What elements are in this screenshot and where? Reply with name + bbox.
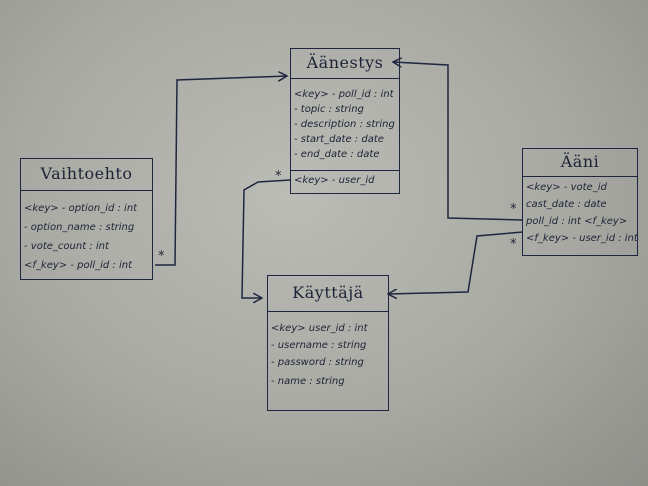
attribute-list: <key> - poll_id : int - topic : string -… — [291, 87, 399, 162]
attribute: <key> user_id : int — [271, 323, 368, 334]
attribute: - username : string — [271, 340, 367, 351]
entity-title: Ääni — [523, 149, 637, 177]
line-vaihtoehto-aanestys — [155, 76, 287, 266]
attribute: <f_key> - poll_id : int — [24, 260, 133, 271]
attribute: poll_id : int <f_key> — [526, 216, 628, 227]
attribute: - option_name : string — [24, 222, 135, 233]
attribute: <key> - poll_id : int — [294, 89, 394, 100]
attribute: - password : string — [271, 357, 364, 368]
entity-aani[interactable]: Ääni <key> - vote_id cast_date : date po… — [522, 148, 638, 256]
entity-aanestys[interactable]: Äänestys <key> - poll_id : int - topic :… — [290, 48, 400, 194]
attribute: <key> - user_id — [294, 175, 375, 186]
attribute: <key> - vote_id — [526, 182, 607, 193]
attribute-list: <key> - option_id : int - option_name : … — [21, 199, 152, 275]
attribute-list: <key> - vote_id cast_date : date poll_id… — [523, 179, 638, 247]
multiplicity-aanestys: * — [275, 169, 282, 184]
entity-vaihtoehto[interactable]: Vaihtoehto <key> - option_id : int - opt… — [20, 158, 153, 280]
foreign-key-list: <key> - user_id — [291, 173, 399, 188]
entity-kayttaja[interactable]: Käyttäjä <key> user_id : int - username … — [267, 275, 389, 411]
attribute: <key> - option_id : int — [24, 203, 138, 214]
entity-title: Käyttäjä — [268, 276, 388, 312]
line-aani-kayttaja — [388, 231, 524, 294]
attribute: - vote_count : int — [24, 241, 109, 252]
attribute: - name : string — [271, 376, 345, 387]
attribute: - description : string — [294, 119, 395, 130]
attribute: - start_date : date — [294, 134, 384, 145]
multiplicity-aani-kayttaja: * — [510, 237, 517, 252]
attribute-list: <key> user_id : int - username : string … — [268, 320, 388, 392]
multiplicity-aani-aanestys: * — [510, 202, 517, 217]
attribute: <f_key> - user_id : int — [526, 233, 638, 244]
divider — [291, 170, 399, 171]
attribute: - topic : string — [294, 104, 364, 115]
line-aanestys-kayttaja — [241, 179, 291, 298]
entity-title: Vaihtoehto — [21, 159, 152, 191]
multiplicity-vaihtoehto: * — [158, 249, 165, 264]
entity-title: Äänestys — [291, 49, 399, 79]
attribute: - end_date : date — [294, 149, 380, 160]
line-aani-aanestys — [393, 62, 524, 221]
attribute: cast_date : date — [526, 199, 607, 210]
